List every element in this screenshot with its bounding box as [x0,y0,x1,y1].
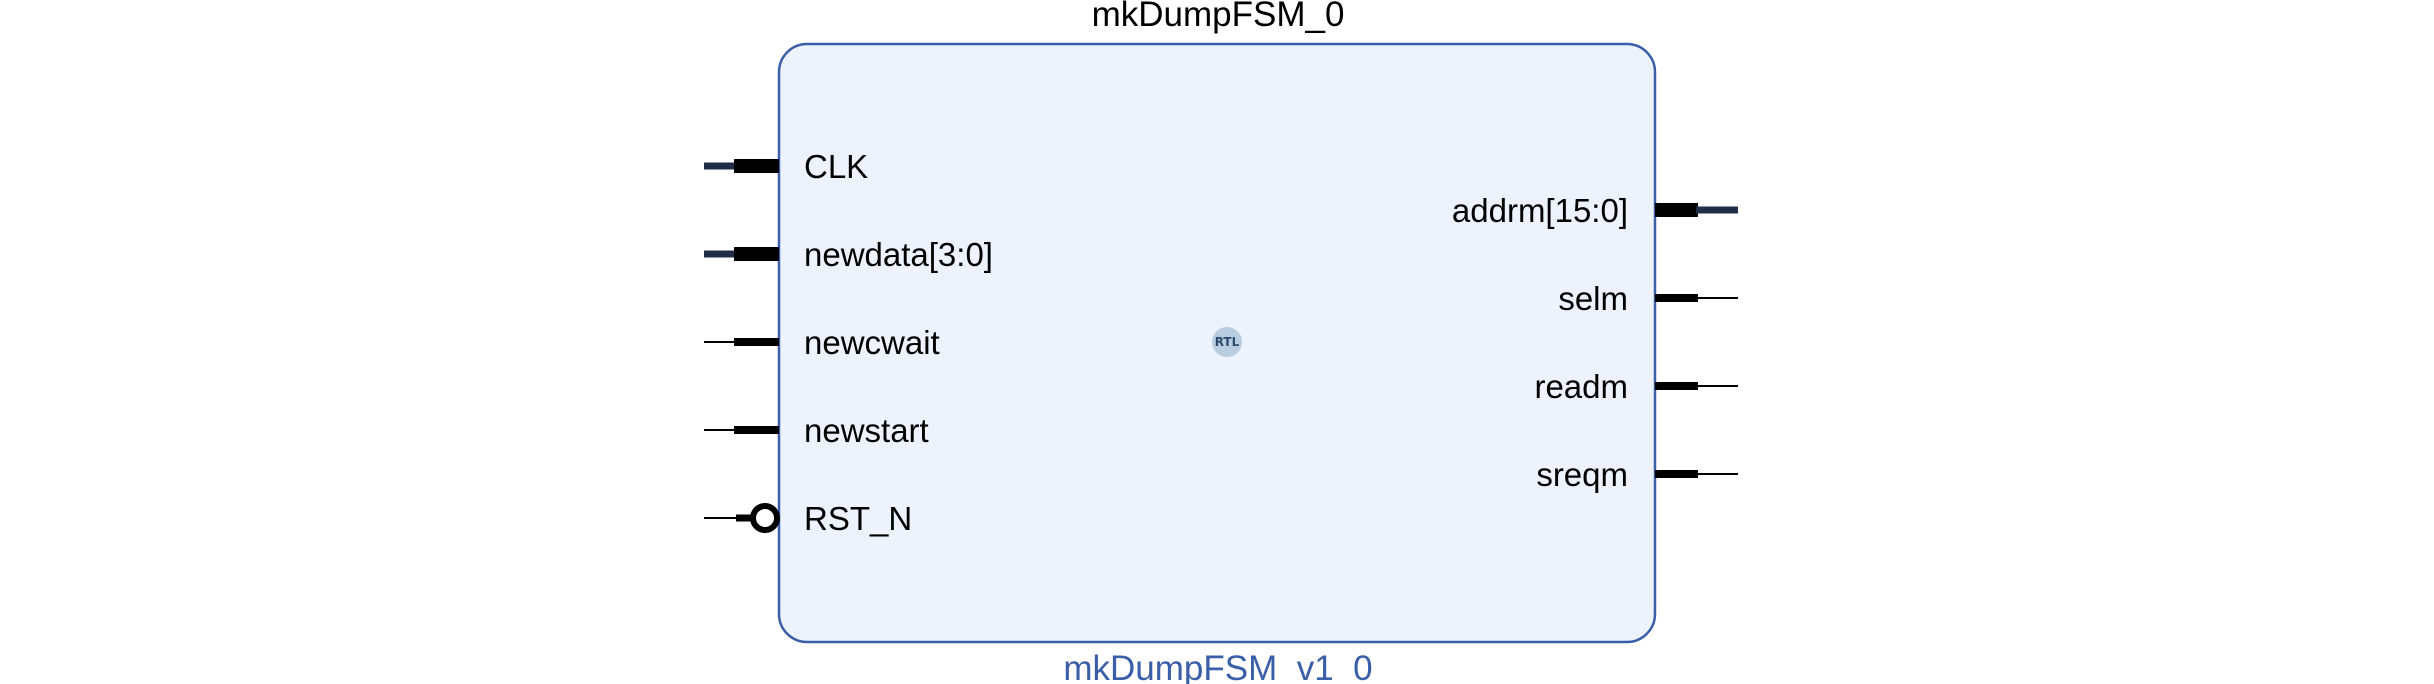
input-port-newstart[interactable]: newstart [704,412,929,449]
active-low-bubble [750,503,780,533]
input-port-rst-n[interactable]: RST_N [704,500,912,537]
output-port-label: sreqm [1536,456,1628,493]
input-port-label: RST_N [804,500,912,537]
input-port-label: newcwait [804,324,940,361]
input-port-label: CLK [804,148,868,185]
output-port-addrm-15-0[interactable]: addrm[15:0] [1452,192,1738,229]
input-port-newdata-3-0[interactable]: newdata[3:0] [704,236,993,273]
input-port-label: newdata[3:0] [804,236,993,273]
instance-name: mkDumpFSM_0 [1092,0,1345,34]
input-port-label: newstart [804,412,929,449]
input-port-clk[interactable]: CLK [704,148,868,185]
output-port-label: readm [1534,368,1628,405]
module-name: mkDumpFSM_v1_0 [1063,649,1372,684]
output-port-label: selm [1558,280,1628,317]
output-port-label: addrm[15:0] [1452,192,1628,229]
rtl-badge-label: RTL [1215,335,1240,349]
output-port-sreqm[interactable]: sreqm [1536,456,1738,493]
rtl-badge-circle [1212,327,1242,357]
input-port-newcwait[interactable]: newcwait [704,324,940,361]
output-port-selm[interactable]: selm [1558,280,1738,317]
output-port-readm[interactable]: readm [1534,368,1738,405]
rtl-badge: RTL [1212,327,1242,357]
